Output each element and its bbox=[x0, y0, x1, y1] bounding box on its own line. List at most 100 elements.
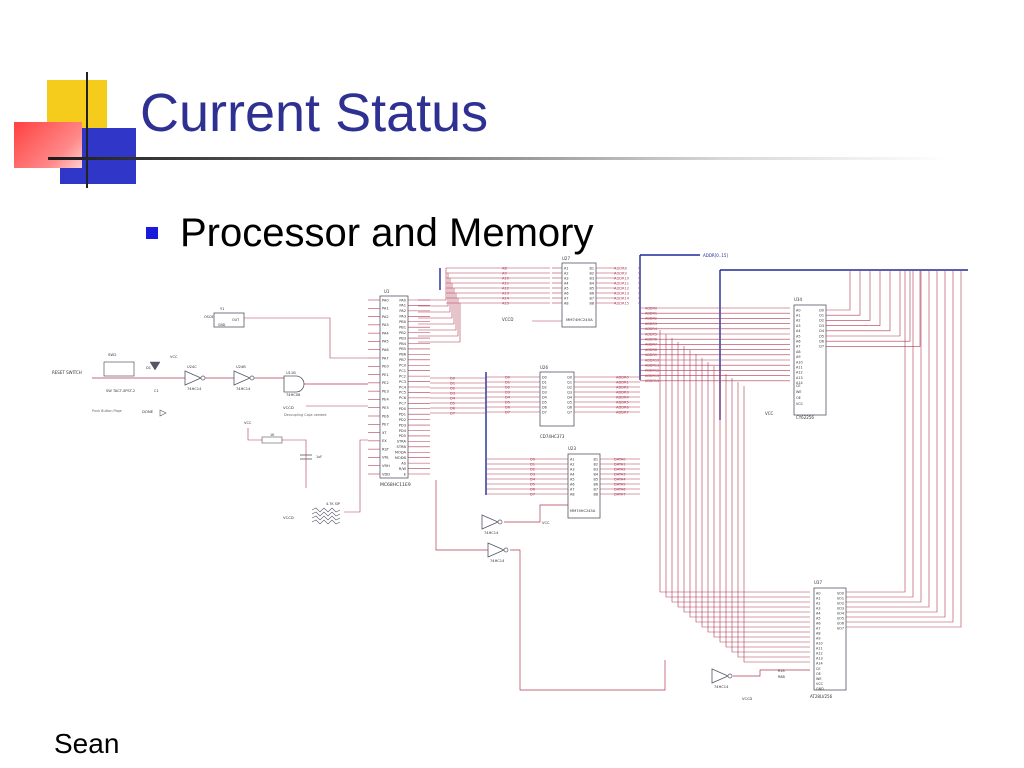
wire bbox=[247, 428, 307, 475]
done-label: DONE bbox=[142, 409, 154, 414]
net-label: D1 bbox=[505, 380, 510, 384]
pin-label: A5 bbox=[564, 286, 568, 290]
gate-ref: U24C bbox=[187, 365, 197, 369]
net-label: DATA5 bbox=[614, 482, 626, 486]
net-label: DATA3 bbox=[614, 472, 626, 476]
eeprom-address-wire bbox=[719, 370, 810, 643]
pin-label: I/O3 bbox=[837, 606, 844, 610]
gate-part: 74HC14 bbox=[490, 559, 505, 563]
pin-label: B6 bbox=[594, 482, 598, 486]
eeprom-address-wire bbox=[731, 378, 810, 653]
mcu-pin-label: PC1 bbox=[399, 369, 406, 373]
bullet-item: Processor and Memory bbox=[146, 208, 593, 258]
sram-data-wire bbox=[826, 270, 881, 326]
inverter-gate-icon bbox=[184, 370, 202, 386]
net-label: ADDR1 bbox=[645, 312, 657, 316]
push-button-note: Push Button Page bbox=[92, 409, 122, 413]
gate-part: 74HC14 bbox=[484, 531, 499, 535]
pin-label: I/O5 bbox=[837, 616, 844, 620]
pin-label: A5 bbox=[816, 616, 820, 620]
mcu-pin-label: PC2 bbox=[399, 374, 406, 378]
net-label: D7 bbox=[530, 492, 535, 496]
gate-part: 74HC14 bbox=[187, 387, 202, 391]
mcu-pin-label: PA5 bbox=[382, 340, 389, 344]
mcu-pin-label: PE6 bbox=[382, 414, 389, 418]
inverter-gate-icon bbox=[711, 668, 729, 684]
pin-label: D7 bbox=[819, 345, 824, 349]
net-label: ADDR7 bbox=[645, 343, 657, 347]
net-label: DATA6 bbox=[614, 487, 626, 491]
net-label: D3 bbox=[530, 472, 535, 476]
mcu-to-transceiver-wire bbox=[418, 282, 550, 319]
mcu-pin-label: PA2 bbox=[382, 315, 389, 319]
pin-label: D0 bbox=[542, 375, 547, 379]
eeprom-data-wire bbox=[846, 270, 922, 603]
eeprom-address-wire bbox=[659, 330, 810, 593]
mcu-pin-label: PA2 bbox=[399, 309, 406, 313]
inverter-bubble-icon bbox=[727, 673, 733, 679]
pin-label: A1 bbox=[796, 314, 800, 318]
gate-part: 74HC14 bbox=[236, 387, 251, 391]
eeprom-data-wire bbox=[846, 270, 938, 613]
eeprom-address-wire bbox=[677, 342, 810, 608]
pin-label: B5 bbox=[594, 477, 598, 481]
net-label: ADDR11 bbox=[645, 364, 659, 368]
oscillator-pin: GND bbox=[218, 323, 226, 327]
mcu-to-transceiver-wire bbox=[418, 287, 550, 325]
pin-label: A7 bbox=[564, 296, 568, 300]
mcu-pin-label: PE1 bbox=[382, 373, 389, 377]
net-label: DATA1 bbox=[614, 462, 626, 466]
mcu-pin-label: PB0 bbox=[399, 320, 407, 324]
eeprom-chip bbox=[813, 587, 847, 691]
mcu-pin-label: STRA bbox=[397, 440, 407, 444]
net-label: ADDR4 bbox=[645, 327, 657, 331]
pin-label: Q7 bbox=[567, 410, 572, 414]
mcu-pin-label: PB4 bbox=[399, 342, 407, 346]
mcu-pin-label: R/W bbox=[399, 467, 407, 471]
pin-label: A7 bbox=[796, 345, 800, 349]
deco-red-square bbox=[14, 122, 82, 168]
sram-data-wire bbox=[826, 270, 911, 342]
mcu-pin-label: AS bbox=[401, 461, 406, 465]
mcu-pin-label: PB2 bbox=[399, 331, 406, 335]
transceiver-top-chip bbox=[561, 262, 597, 328]
wire bbox=[344, 439, 368, 513]
pin-label: I/O0 bbox=[837, 591, 844, 595]
vcc-label: VCC bbox=[170, 355, 178, 359]
resistor-sip-icon bbox=[311, 511, 341, 517]
oscillator-pin: OUT bbox=[232, 318, 240, 322]
pin-label: WE bbox=[796, 390, 802, 394]
net-label: ADDR0 bbox=[616, 375, 629, 379]
net-label: ADDR3 bbox=[645, 322, 657, 326]
net-label: ADDR5 bbox=[645, 332, 657, 336]
pin-label: A4 bbox=[816, 611, 820, 615]
pin-label: Q2 bbox=[567, 385, 572, 389]
osc-wire bbox=[244, 317, 368, 359]
inverter-gate-icon bbox=[487, 542, 505, 558]
mcu-pin-label: PA0 bbox=[382, 298, 389, 302]
net-label: ADDR7 bbox=[616, 410, 629, 414]
mcu-pin-label: PC5 bbox=[399, 391, 406, 395]
net-label: ADDR13 bbox=[614, 291, 629, 295]
gate-wire bbox=[435, 480, 488, 551]
net-label: ADDR12 bbox=[614, 286, 629, 290]
mcu-pin-label: RST bbox=[382, 447, 390, 451]
bullet-text: Processor and Memory bbox=[180, 210, 594, 255]
net-label: D3 bbox=[505, 390, 510, 394]
eeprom-address-wire bbox=[725, 374, 810, 648]
mcu-pin-label: PA7 bbox=[382, 356, 389, 360]
net-label: DATA0 bbox=[614, 457, 626, 461]
eeprom-address-wire bbox=[701, 358, 810, 628]
net-label: ADDR1 bbox=[616, 380, 629, 384]
net-label: ADDR10 bbox=[645, 358, 659, 362]
sram-data-wire bbox=[826, 270, 871, 321]
eeprom-data-wire bbox=[846, 270, 946, 618]
title-underline bbox=[50, 157, 950, 160]
net-label: ADDR8 bbox=[614, 266, 627, 270]
bullet-square-icon bbox=[146, 227, 158, 239]
pin-label: I/O4 bbox=[837, 611, 844, 615]
mcu-pin-label: PB3 bbox=[399, 336, 406, 340]
mcu-pin-label: PC6 bbox=[399, 396, 407, 400]
pin-label: B5 bbox=[590, 286, 594, 290]
latch-part: CD74HC373 bbox=[540, 434, 565, 439]
